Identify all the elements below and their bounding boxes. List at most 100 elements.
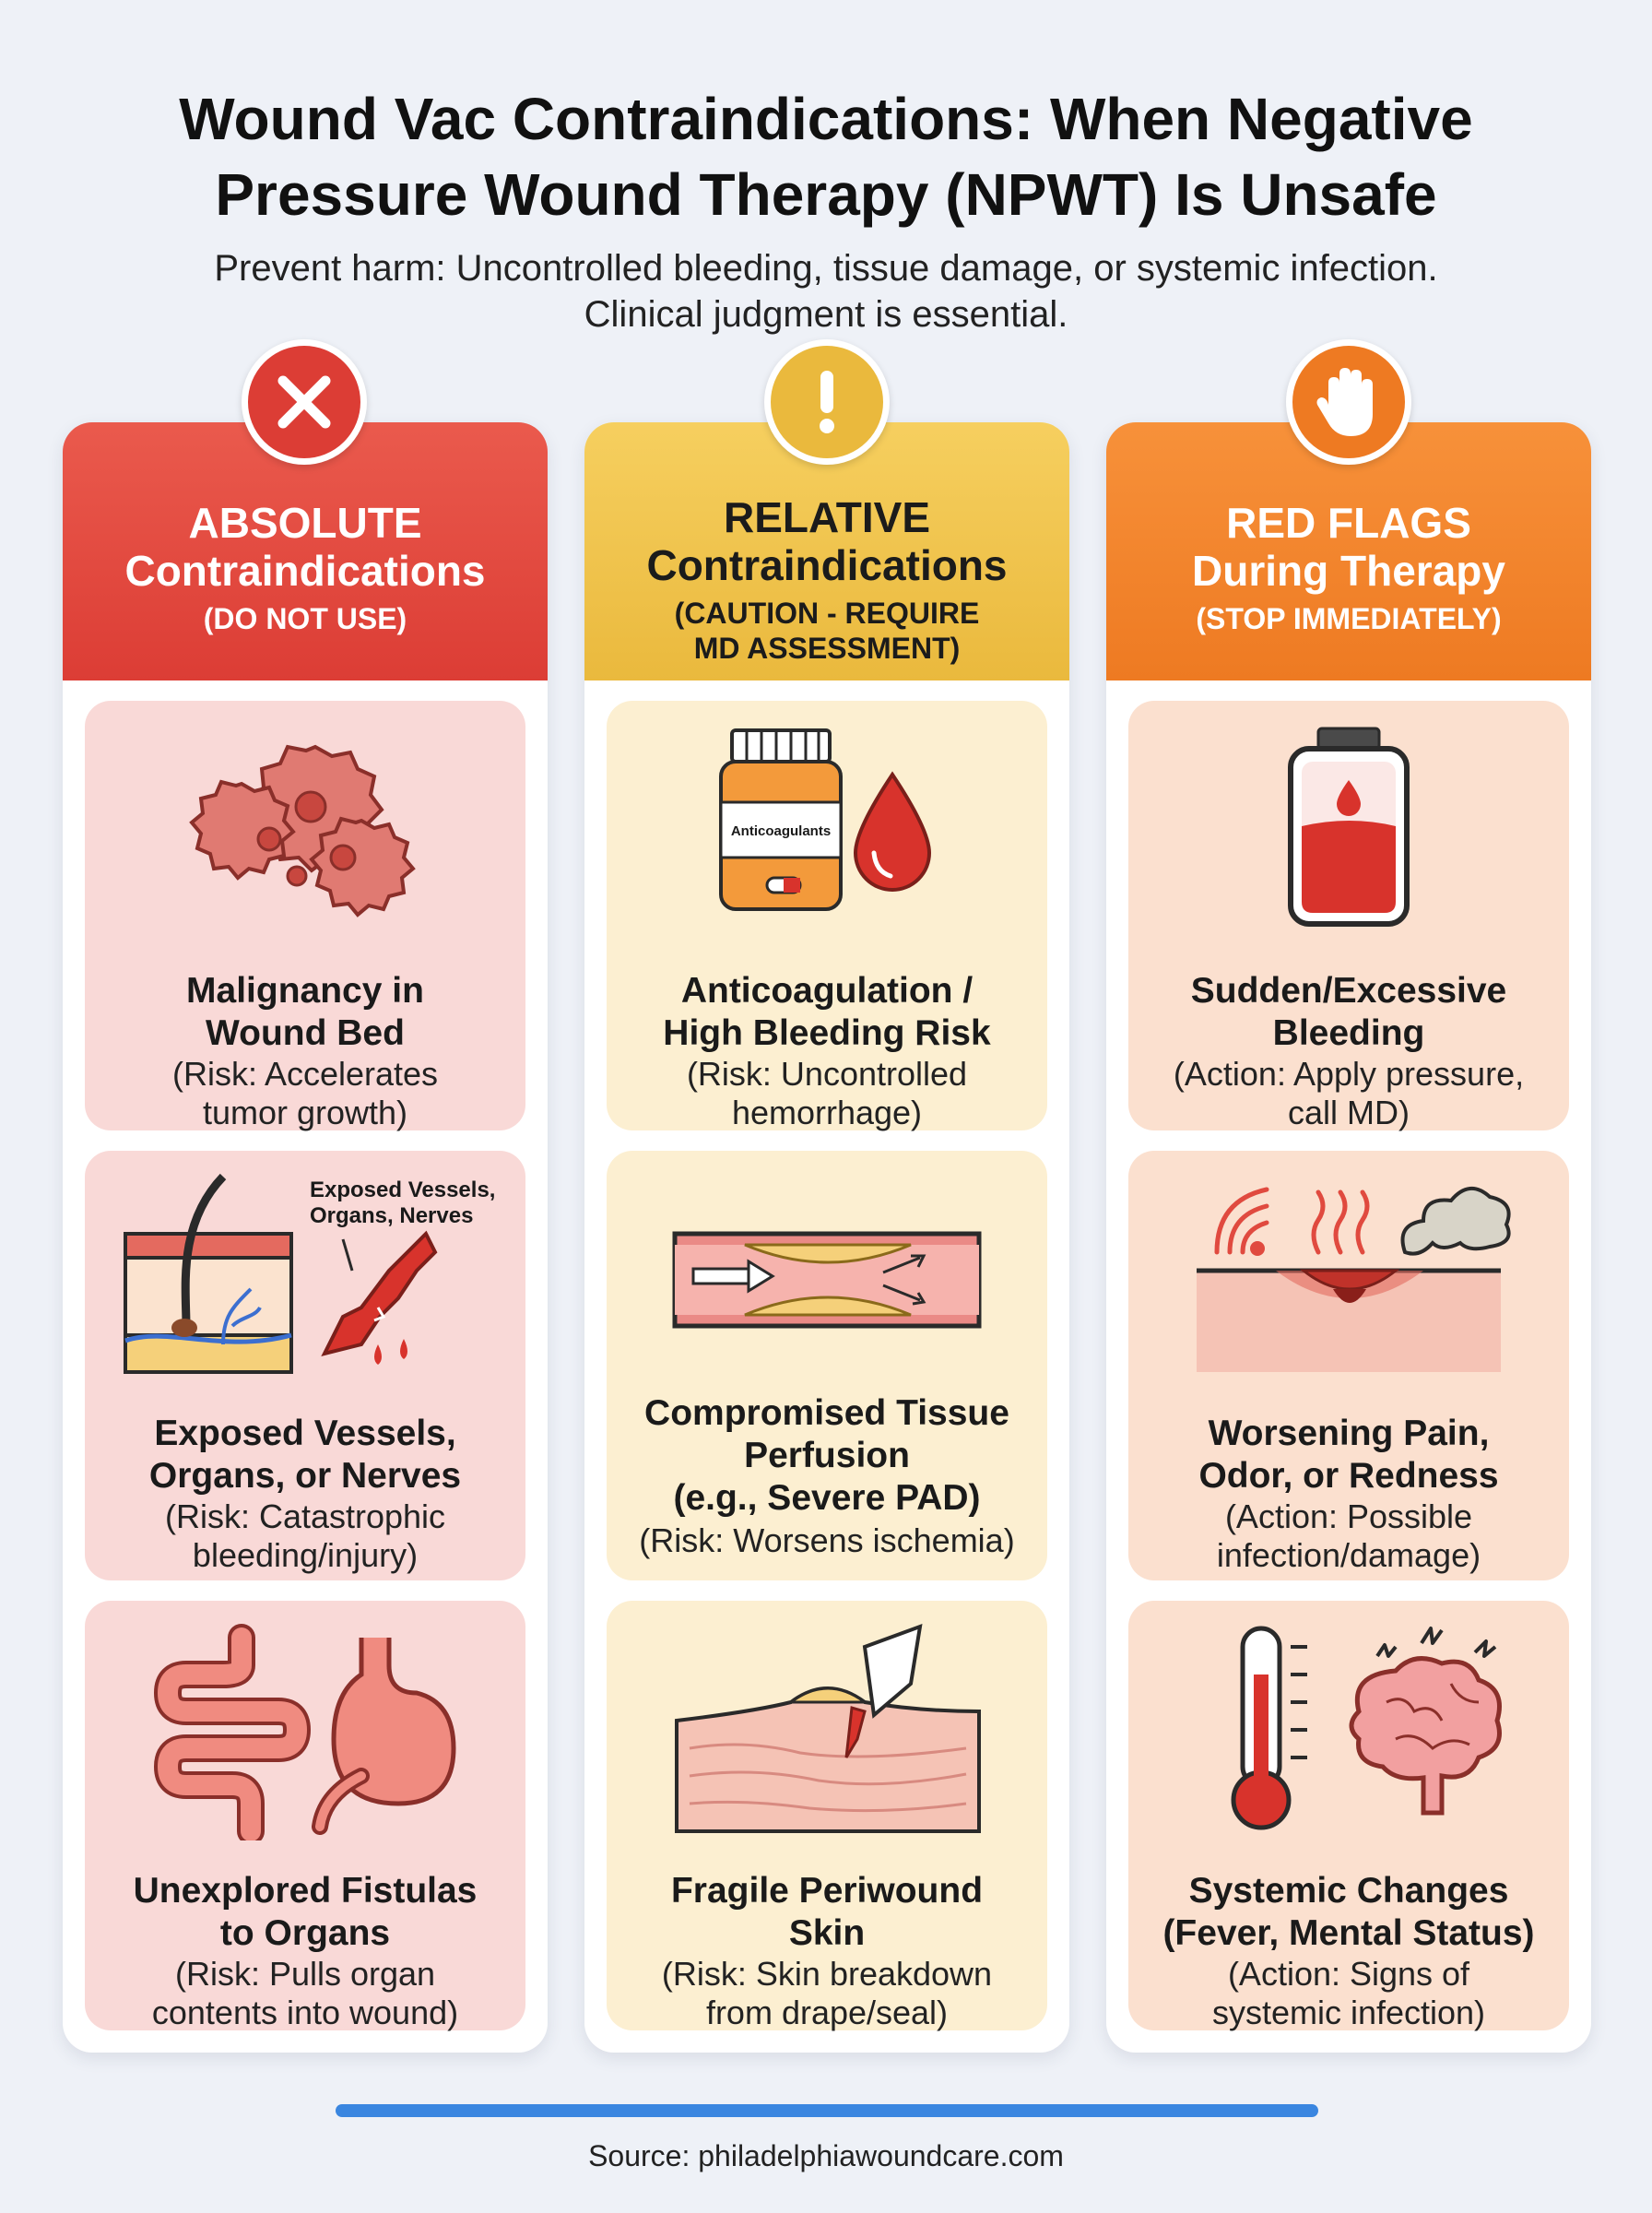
card-bleeding: Sudden/Excessive Bleeding (Action: Apply… [1128, 701, 1569, 1132]
card-systemic-note-line1: (Action: Signs of [1227, 1955, 1470, 1993]
stop-hand-icon [1286, 339, 1411, 465]
card-periwound-skin-title: Fragile Periwound Skin [616, 1870, 1038, 1955]
card-exposed-vessels-title: Exposed Vessels, Organs, or Nerves [94, 1413, 516, 1497]
card-perfusion-title: Compromised Tissue Perfusion (e.g., Seve… [616, 1392, 1038, 1520]
column-redflags-header-line1: RED FLAGS [1226, 499, 1471, 547]
column-absolute-header-note: (DO NOT USE) [203, 602, 407, 635]
card-pain-odor-title: Worsening Pain, Odor, or Redness [1138, 1413, 1560, 1497]
column-redflags-header: RED FLAGS During Therapy (STOP IMMEDIATE… [1106, 422, 1591, 680]
card-malignancy-title: Malignancy in Wound Bed [94, 970, 516, 1055]
card-fistulas: Unexplored Fistulas to Organs (Risk: Pul… [85, 1601, 525, 2032]
card-anticoagulation-title-line2: High Bleeding Risk [663, 1013, 991, 1053]
column-absolute: ABSOLUTE Contraindications (DO NOT USE) … [63, 422, 548, 2053]
column-relative: RELATIVE Contraindications (CAUTION - RE… [584, 422, 1069, 2053]
page-title-line2: Pressure Wound Therapy (NPWT) Is Unsafe [215, 161, 1437, 228]
card-anticoagulation: Anticoagulants Anticoagulation / High Bl… [607, 701, 1047, 1132]
column-redflags: RED FLAGS During Therapy (STOP IMMEDIATE… [1106, 422, 1591, 2053]
card-pain-odor-note-line2: infection/damage) [1216, 1536, 1481, 1574]
card-malignancy: Malignancy in Wound Bed (Risk: Accelerat… [85, 701, 525, 1132]
column-absolute-header-line1: ABSOLUTE [188, 499, 422, 547]
exposed-vessel-icon: Exposed Vessels, Organs, Nerves [85, 1169, 525, 1391]
card-perfusion-note-line1: (Risk: Worsens ischemia) [639, 1521, 1015, 1559]
column-redflags-header-note: (STOP IMMEDIATELY) [1196, 602, 1502, 635]
card-fistulas-note-line2: contents into wound) [151, 1994, 459, 2031]
column-relative-header-note: (CAUTION - REQUIRE MD ASSESSMENT) [633, 596, 1021, 666]
x-icon [242, 339, 367, 465]
card-fistulas-note-line1: (Risk: Pulls organ [174, 1955, 436, 1993]
thermometer-brain-icon [1128, 1619, 1569, 1840]
bottle-label: Anticoagulants [731, 823, 831, 839]
page-subtitle-line2: Clinical judgment is essential. [584, 294, 1068, 335]
card-bleeding-title-line1: Sudden/Excessive [1190, 971, 1507, 1011]
column-relative-header: RELATIVE Contraindications (CAUTION - RE… [584, 422, 1069, 680]
card-anticoagulation-title-line1: Anticoagulation / [680, 971, 974, 1011]
column-relative-header-note-line1: (CAUTION - REQUIRE [674, 597, 980, 630]
card-anticoagulation-title: Anticoagulation / High Bleeding Risk [616, 970, 1038, 1055]
card-periwound-skin: Fragile Periwound Skin (Risk: Skin break… [607, 1601, 1047, 2032]
card-exposed-vessels-note: (Risk: Catastrophic bleeding/injury) [94, 1497, 516, 1575]
card-bleeding-note: (Action: Apply pressure, call MD) [1138, 1055, 1560, 1132]
card-malignancy-note: (Risk: Accelerates tumor growth) [94, 1055, 516, 1132]
card-perfusion-title-line1: Compromised Tissue [644, 1393, 1009, 1433]
column-absolute-header-line2: Contraindications [124, 547, 486, 595]
card-malignancy-note-line1: (Risk: Accelerates [171, 1055, 439, 1093]
card-bleeding-title-line2: Bleeding [1272, 1013, 1425, 1053]
card-malignancy-note-line2: tumor growth) [202, 1094, 408, 1131]
card-pain-odor-title-line1: Worsening Pain, [1208, 1414, 1490, 1453]
card-exposed-vessels: Exposed Vessels, Organs, Nerves Exposed … [85, 1151, 525, 1580]
card-pain-odor: Worsening Pain, Odor, or Redness (Action… [1128, 1151, 1569, 1580]
card-systemic: Systemic Changes (Fever, Mental Status) … [1128, 1601, 1569, 2032]
column-relative-header-note-line2: MD ASSESSMENT) [693, 632, 961, 665]
card-systemic-title-line2: (Fever, Mental Status) [1162, 1913, 1535, 1953]
card-systemic-note: (Action: Signs of systemic infection) [1138, 1955, 1560, 2032]
source-credit: Source: philadelphiawoundcare.com [588, 2139, 1064, 2172]
inflamed-wound-icon [1128, 1169, 1569, 1391]
card-anticoagulation-note-line1: (Risk: Uncontrolled [686, 1055, 968, 1093]
card-exposed-vessels-title-line1: Exposed Vessels, [154, 1414, 456, 1453]
intestine-stomach-icon [85, 1619, 525, 1840]
malignant-cells-icon [85, 719, 525, 941]
card-pain-odor-title-line2: Odor, or Redness [1198, 1456, 1499, 1496]
exposed-vessel-callout-line2: Organs, Nerves [310, 1203, 473, 1228]
card-exposed-vessels-title-line2: Organs, or Nerves [148, 1456, 462, 1496]
card-systemic-title-line1: Systemic Changes [1188, 1871, 1509, 1911]
card-exposed-vessels-note-line1: (Risk: Catastrophic [164, 1497, 446, 1535]
page-title: Wound Vac Contraindications: When Negati… [55, 81, 1597, 232]
card-periwound-skin-note-line2: from drape/seal) [705, 1994, 949, 2031]
pill-bottle-blood-drop-icon: Anticoagulants [607, 719, 1047, 941]
card-perfusion-note: (Risk: Worsens ischemia) [616, 1521, 1038, 1560]
card-anticoagulation-note-line2: hemorrhage) [731, 1094, 923, 1131]
page-title-line1: Wound Vac Contraindications: When Negati… [179, 86, 1473, 152]
card-periwound-skin-note: (Risk: Skin breakdown from drape/seal) [616, 1955, 1038, 2032]
blood-canister-icon [1128, 719, 1569, 941]
card-pain-odor-note: (Action: Possible infection/damage) [1138, 1497, 1560, 1575]
exposed-vessel-callout-line1: Exposed Vessels, [310, 1178, 495, 1202]
card-fistulas-title-line1: Unexplored Fistulas [133, 1871, 478, 1911]
card-fistulas-note: (Risk: Pulls organ contents into wound) [94, 1955, 516, 2032]
page-subtitle: Prevent harm: Uncontrolled bleeding, tis… [55, 245, 1597, 337]
card-perfusion: Compromised Tissue Perfusion (e.g., Seve… [607, 1151, 1047, 1580]
card-pain-odor-note-line1: (Action: Possible [1224, 1497, 1473, 1535]
card-exposed-vessels-note-line2: bleeding/injury) [192, 1536, 419, 1574]
column-redflags-header-line2: During Therapy [1192, 547, 1505, 595]
footer-divider-bar [336, 2104, 1318, 2117]
card-systemic-note-line2: systemic infection) [1211, 1994, 1486, 2031]
card-systemic-title: Systemic Changes (Fever, Mental Status) [1138, 1870, 1560, 1955]
column-relative-header-line2: Contraindications [646, 541, 1008, 589]
column-relative-header-line1: RELATIVE [723, 493, 931, 541]
card-bleeding-note-line2: call MD) [1288, 1094, 1410, 1131]
exclamation-icon [764, 339, 890, 465]
card-bleeding-note-line1: (Action: Apply pressure, [1173, 1055, 1525, 1093]
card-perfusion-title-line3: (e.g., Severe PAD) [673, 1478, 981, 1518]
column-absolute-header: ABSOLUTE Contraindications (DO NOT USE) [63, 422, 548, 680]
card-anticoagulation-note: (Risk: Uncontrolled hemorrhage) [616, 1055, 1038, 1132]
card-fistulas-title: Unexplored Fistulas to Organs [94, 1870, 516, 1955]
card-malignancy-title-line1: Malignancy in [186, 971, 424, 1011]
card-periwound-skin-title-line2: Skin [788, 1913, 866, 1953]
card-bleeding-title: Sudden/Excessive Bleeding [1138, 970, 1560, 1055]
card-periwound-skin-note-line1: (Risk: Skin breakdown [661, 1955, 993, 1993]
card-periwound-skin-title-line1: Fragile Periwound [670, 1871, 984, 1911]
skin-drape-tear-icon [607, 1619, 1047, 1840]
card-perfusion-title-line2: Perfusion [744, 1436, 910, 1475]
card-fistulas-title-line2: to Organs [219, 1913, 391, 1953]
